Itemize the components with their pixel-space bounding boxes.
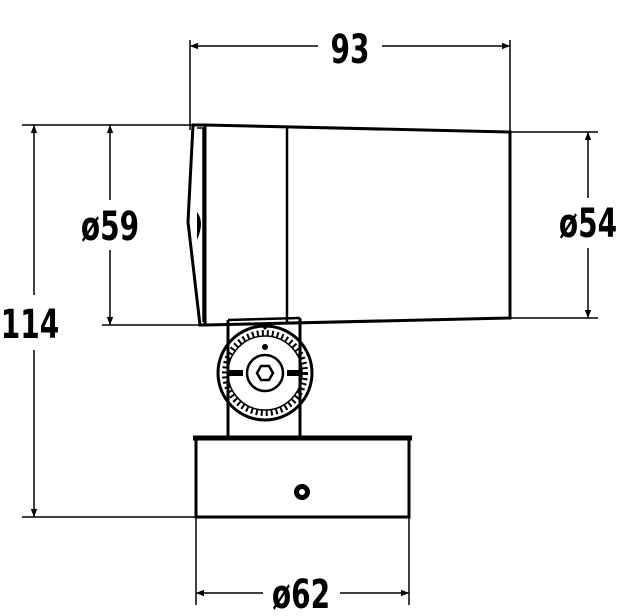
tilt-bracket xyxy=(216,316,314,438)
dim-front-diameter: ø59 xyxy=(81,125,200,326)
length-label: 93 xyxy=(331,27,370,73)
dim-height: 114 xyxy=(1,124,200,518)
height-label: 114 xyxy=(1,302,59,348)
rear-diameter-label: ø54 xyxy=(559,201,617,247)
dim-length: 93 xyxy=(189,27,511,132)
front-diameter-label: ø59 xyxy=(81,204,139,250)
dim-base-diameter: ø62 xyxy=(195,517,410,616)
base-diameter-label: ø62 xyxy=(272,572,330,616)
angle-scale xyxy=(222,330,308,416)
hex-bolt-icon xyxy=(255,364,275,382)
mounting-base xyxy=(193,435,412,519)
dim-rear-diameter: ø54 xyxy=(510,131,617,319)
lamp-body xyxy=(186,123,512,327)
